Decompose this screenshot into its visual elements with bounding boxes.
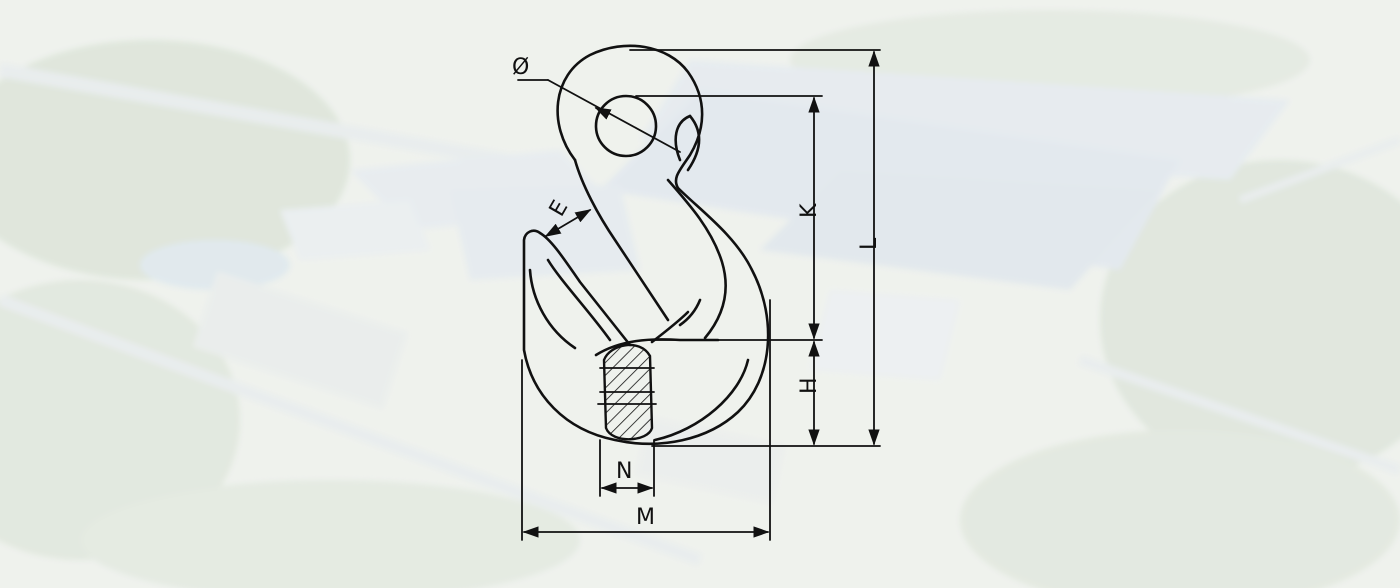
hook-cross-section <box>597 343 657 441</box>
e-label: E <box>545 196 574 221</box>
n-label: N <box>616 459 632 484</box>
k-label: K <box>797 203 822 218</box>
dimension-k: K <box>635 95 823 341</box>
dimension-diameter: Ø <box>512 55 681 153</box>
dimension-l: L <box>629 49 882 447</box>
h-label: H <box>797 377 822 394</box>
dimension-n: N <box>599 439 655 497</box>
l-label: L <box>857 237 882 250</box>
dimension-m: M <box>521 299 771 541</box>
dimension-e: E <box>544 196 592 237</box>
diameter-label: Ø <box>512 55 529 80</box>
m-label: M <box>636 505 655 530</box>
dimension-h: H <box>797 340 822 446</box>
